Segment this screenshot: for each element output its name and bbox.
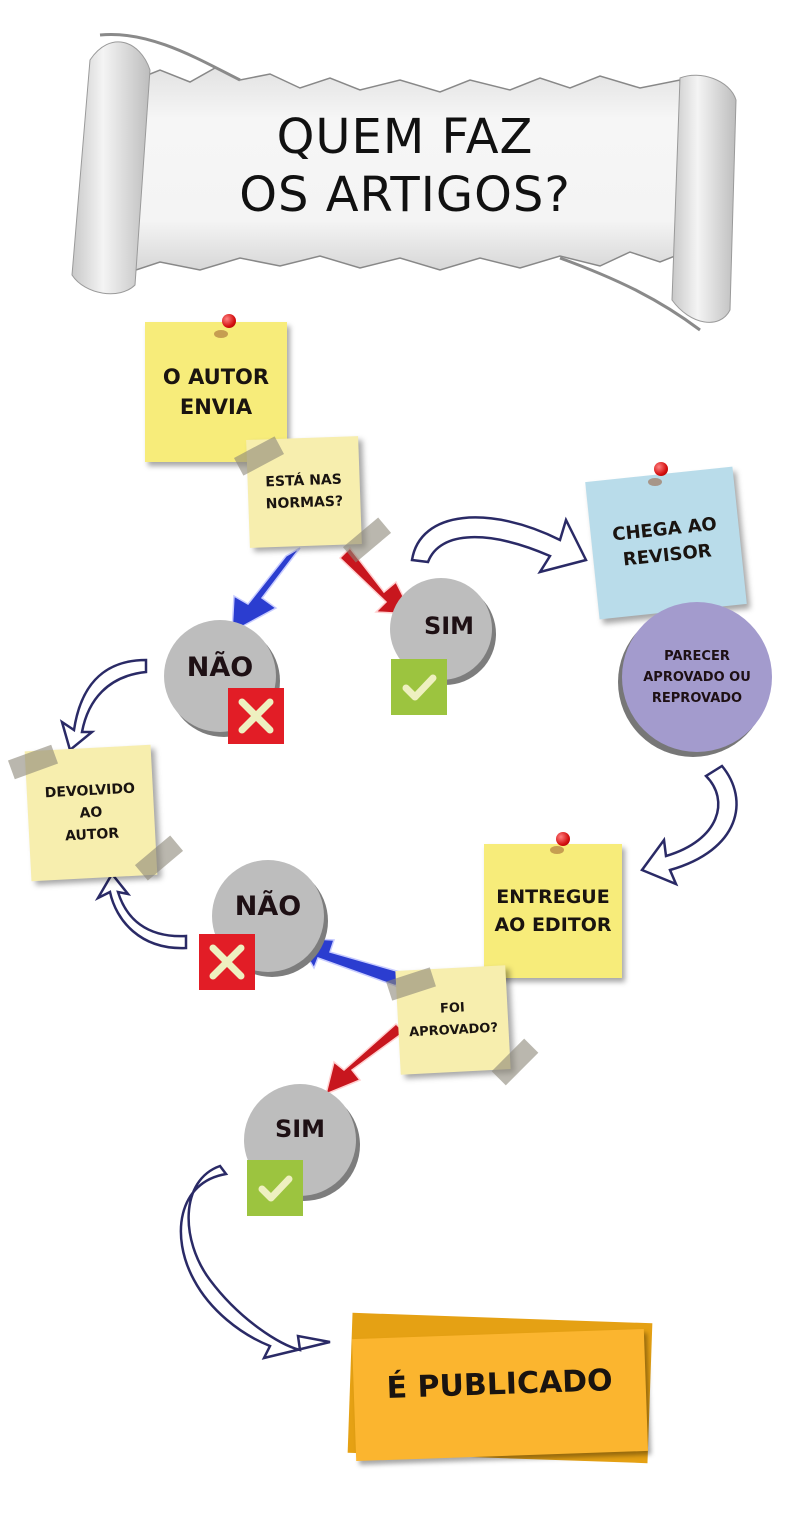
flow-arrow-to-published	[179, 1164, 331, 1360]
reject-badge-2	[199, 934, 255, 990]
step-opinion: PARECER APROVADO OU REPROVADO	[622, 602, 772, 752]
decision-no-2-label: NÃO	[234, 890, 302, 922]
flow-arrow-to-editor	[640, 764, 738, 887]
close-x-icon	[209, 944, 245, 980]
yes-arrow-2	[324, 1022, 406, 1096]
pushpin-shadow	[648, 478, 662, 486]
step-norms-question-line-1: ESTÁ NAS	[265, 471, 343, 491]
flow-arrow-to-returned-1	[59, 658, 148, 753]
step-author-sends-line-1: O AUTOR	[162, 365, 270, 389]
checkmark-icon	[402, 674, 437, 701]
step-author-sends-line-2: ENVIA	[179, 395, 253, 419]
step-opinion-line-2: APROVADO OU	[643, 669, 751, 685]
step-published-label: É PUBLICADO	[386, 1362, 614, 1406]
decision-no-1-label: NÃO	[186, 651, 254, 683]
pushpin-icon	[556, 832, 570, 846]
pushpin-shadow	[214, 330, 228, 338]
step-reviewer: CHEGA AO REVISOR	[585, 466, 747, 620]
step-returned-line-1: DEVOLVIDO	[44, 780, 136, 802]
step-editor-line-2: AO EDITOR	[494, 914, 612, 936]
step-norms-question-line-2: NORMAS?	[265, 493, 344, 513]
accept-badge-2	[247, 1160, 303, 1216]
reject-badge-1	[228, 688, 284, 744]
accept-badge-1	[391, 659, 447, 715]
step-returned-line-3: AUTOR	[64, 825, 120, 845]
step-opinion-line-1: PARECER	[664, 648, 730, 664]
decision-yes-2-label: SIM	[274, 1115, 326, 1143]
pushpin-shadow	[550, 846, 564, 854]
step-editor: ENTREGUE AO EDITOR	[484, 844, 622, 978]
page-title: QUEM FAZ OS ARTIGOS?	[170, 108, 640, 224]
step-published: É PUBLICADO	[351, 1328, 649, 1462]
title-line-1: QUEM FAZ	[276, 109, 534, 165]
step-approved-question-line-2: APROVADO?	[408, 1020, 499, 1041]
step-editor-line-1: ENTREGUE	[496, 886, 610, 908]
flow-arrow-to-reviewer	[410, 516, 588, 575]
pushpin-icon	[654, 462, 668, 476]
no-arrow-1	[231, 547, 301, 634]
flow-arrow-to-returned-2	[94, 871, 188, 950]
decision-yes-1-label: SIM	[423, 612, 475, 640]
decision-no-1: NÃO	[164, 620, 276, 732]
close-x-icon	[238, 698, 274, 734]
title-line-2: OS ARTIGOS?	[239, 167, 571, 223]
pushpin-icon	[222, 314, 236, 328]
step-opinion-line-3: REPROVADO	[651, 690, 743, 706]
checkmark-icon	[258, 1175, 293, 1202]
